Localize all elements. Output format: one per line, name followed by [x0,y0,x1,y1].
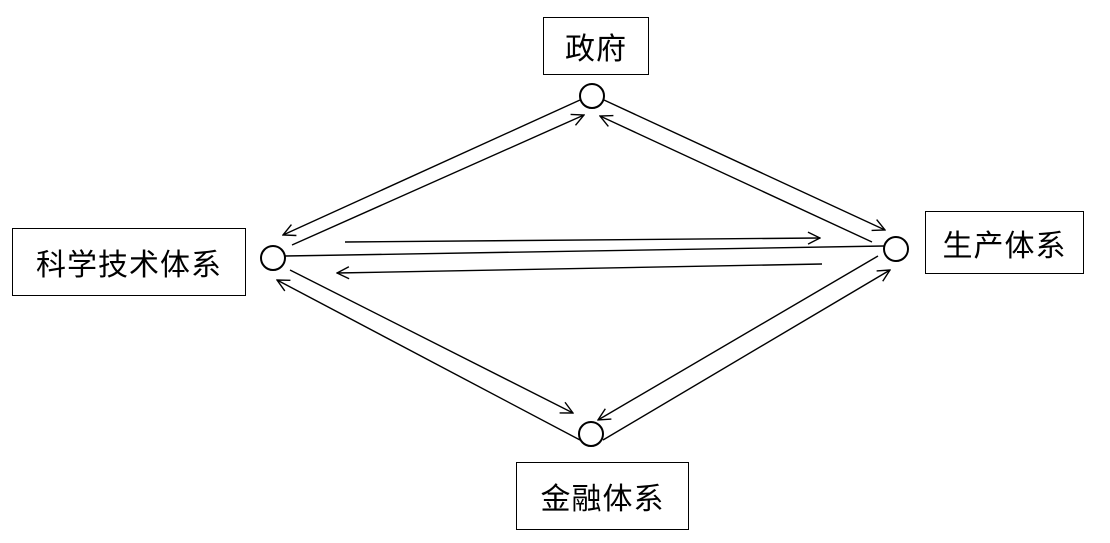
node-government: 政府 [543,17,649,75]
government-hub-circle [579,83,605,109]
arrow-production-to-finance [598,255,879,420]
arrow-science-tech-to-production [344,238,820,242]
arrow-production-to-science-tech [337,263,823,273]
node-finance-system: 金融体系 [516,462,689,530]
node-science-tech-system: 科学技术体系 [12,228,246,296]
node-production-system: 生产体系 [925,211,1084,274]
edges-layer [277,99,890,441]
arrow-government-to-production [603,99,885,230]
arrow-finance-to-production [602,270,890,441]
finance-hub-circle [578,421,604,447]
arrow-government-to-science-tech [283,99,581,235]
arrow-production-to-government [600,116,873,243]
science-tech-hub-circle [260,245,286,271]
arrow-science-tech-to-finance [289,269,573,413]
science-production-base-line [284,245,885,257]
production-hub-circle [883,236,909,262]
arrow-finance-to-science-tech [277,280,581,441]
nodes-layer [260,83,909,447]
arrow-science-tech-to-government [291,115,584,246]
